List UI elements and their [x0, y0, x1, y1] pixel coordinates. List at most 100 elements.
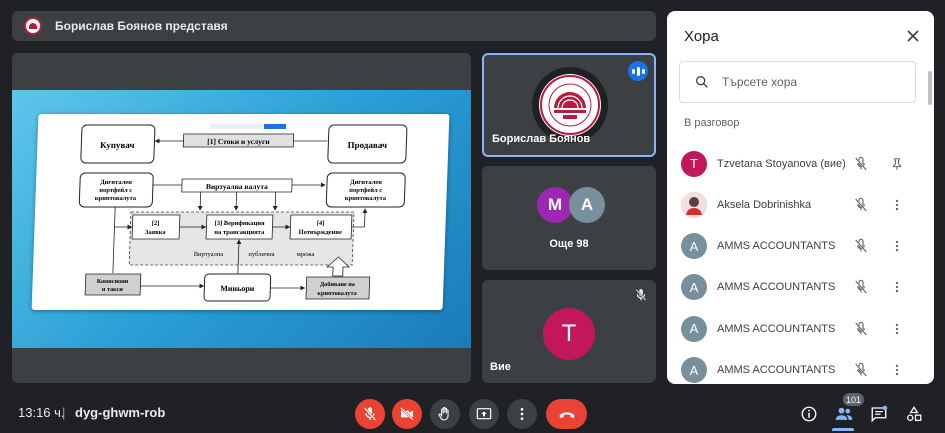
pin-icon[interactable] [889, 156, 905, 172]
participant-name: AMMS ACCOUNTANTS [717, 322, 836, 335]
wallet-left-line3: криптовалута [95, 195, 137, 202]
clock: 13:16 ч. [18, 405, 65, 420]
participant-row[interactable]: A AMMS ACCOUNTANTS [667, 267, 922, 308]
activities-icon [906, 406, 922, 422]
mining-line2: криптовалута [317, 290, 357, 297]
tile-name-you: Вие [490, 361, 511, 373]
meeting-details-button[interactable] [796, 401, 822, 427]
mic-off-icon[interactable] [853, 279, 869, 295]
participant-tile-more[interactable]: M A Още 98 [482, 166, 656, 270]
more-options-button[interactable] [507, 399, 537, 429]
presentation-slide: Купувач [1] Стоки и услуги Продавач Диги… [12, 90, 471, 348]
people-button[interactable] [831, 401, 857, 427]
verification-line1: [3] Верификация [215, 220, 266, 227]
wallet-left-line2: портфейл с [99, 187, 132, 194]
avatar: M [537, 187, 573, 223]
search-input[interactable] [722, 75, 902, 89]
presenter-title: Борислав Боянов представя [55, 19, 228, 33]
university-logo-icon [24, 17, 42, 35]
participant-row[interactable]: A AMMS ACCOUNTANTS [667, 350, 922, 385]
participant-name: Tzvetana Stoyanova (вие) [717, 157, 846, 170]
close-icon[interactable] [903, 26, 923, 46]
mining-line1: Добиване на [320, 281, 355, 288]
participant-name: AMMS ACCOUNTANTS [717, 240, 836, 253]
chat-icon [871, 405, 888, 423]
people-count-badge: 101 [843, 393, 865, 406]
crypto-flow-diagram: Купувач [1] Стоки и услуги Продавач Диги… [78, 124, 408, 302]
participant-tile-boyanov[interactable]: Борислав Боянов [482, 53, 656, 157]
avatar [681, 191, 707, 218]
people-icon [835, 407, 853, 420]
meeting-code: dyg-ghwm-rob [75, 405, 166, 420]
university-logo-icon [532, 67, 608, 143]
participant-row[interactable]: A AMMS ACCOUNTANTS [667, 226, 922, 267]
buyer-label: Купувач [100, 140, 135, 150]
wallet-left-line1: Дигитален [100, 179, 132, 186]
panel-title: Хора [684, 28, 719, 45]
participant-row[interactable]: Aksela Dobrinishka [667, 184, 922, 225]
fees-line2: и такси [102, 286, 124, 293]
raise-hand-button[interactable] [430, 399, 460, 429]
slide-diagram-card: Купувач [1] Стоки и услуги Продавач Диги… [31, 114, 450, 310]
wallet-right-line1: Дигитален [350, 179, 382, 186]
mic-off-icon[interactable] [853, 156, 869, 172]
camera-toggle-button[interactable] [392, 399, 422, 429]
mic-off-icon [363, 407, 377, 421]
presenter-bar: Борислав Боянов представя [12, 11, 656, 41]
more-icon[interactable] [889, 238, 905, 254]
avatar: A [681, 315, 707, 342]
avatar: A [569, 187, 605, 223]
wallet-right-line2: портфейл с [349, 187, 382, 194]
hand-icon [438, 407, 449, 421]
network-word1: Виртуална [194, 251, 224, 258]
mic-off-icon[interactable] [853, 321, 869, 337]
mic-off-icon[interactable] [853, 197, 869, 213]
section-label: В разговор [684, 117, 740, 129]
avatar: T [681, 150, 707, 177]
chat-button[interactable] [866, 401, 892, 427]
mic-toggle-button[interactable] [355, 399, 385, 429]
mic-off-icon[interactable] [853, 362, 869, 378]
avatar: A [681, 357, 707, 383]
seller-label: Продавач [347, 140, 387, 150]
avatar: A [681, 274, 707, 301]
end-call-button[interactable] [546, 399, 587, 429]
participant-row[interactable]: T Tzvetana Stoyanova (вие) [667, 143, 922, 184]
activities-button[interactable] [901, 401, 927, 427]
people-active-indicator [832, 428, 854, 431]
presentation-tile[interactable]: Купувач [1] Стоки и услуги Продавач Диги… [12, 53, 471, 383]
request-line1: [2] [152, 220, 160, 227]
more-vert-icon [520, 408, 524, 420]
confirmation-line1: [4] [317, 220, 325, 227]
goods-label: [1] Стоки и услуги [207, 137, 270, 146]
mic-off-icon [634, 288, 648, 302]
request-line2: Заявка [145, 229, 167, 236]
scrollbar[interactable] [928, 71, 932, 105]
participant-name: AMMS ACCOUNTANTS [717, 364, 836, 376]
more-icon[interactable] [889, 362, 905, 378]
tile-name-boyanov: Борислав Боянов [492, 133, 591, 145]
network-word3: мрежа [297, 251, 315, 258]
participant-row[interactable]: A AMMS ACCOUNTANTS [667, 308, 922, 349]
more-icon[interactable] [889, 279, 905, 295]
tile-name-more: Още 98 [549, 238, 589, 250]
present-now-button[interactable] [469, 399, 499, 429]
info-icon [801, 406, 817, 422]
virtual-currency-label: Виртуална валута [206, 182, 268, 191]
people-panel: Хора В разговор T Tzvetana Stoyanova (вие… [667, 11, 934, 384]
participant-name: Aksela Dobrinishka [717, 198, 812, 211]
participant-tile-you[interactable]: T Вие [482, 280, 656, 383]
mic-off-icon[interactable] [853, 238, 869, 254]
camera-off-icon [400, 407, 414, 421]
separator: | [62, 405, 66, 420]
more-icon[interactable] [889, 197, 905, 213]
participant-name: AMMS ACCOUNTANTS [717, 281, 836, 294]
more-icon[interactable] [889, 321, 905, 337]
network-word2: публична [248, 251, 274, 258]
present-icon [476, 408, 492, 420]
avatar: A [681, 233, 707, 260]
phone-hangup-icon [559, 412, 574, 418]
search-icon [696, 76, 708, 88]
search-field[interactable] [679, 61, 916, 103]
verification-line2: на трансакцията [214, 229, 265, 236]
